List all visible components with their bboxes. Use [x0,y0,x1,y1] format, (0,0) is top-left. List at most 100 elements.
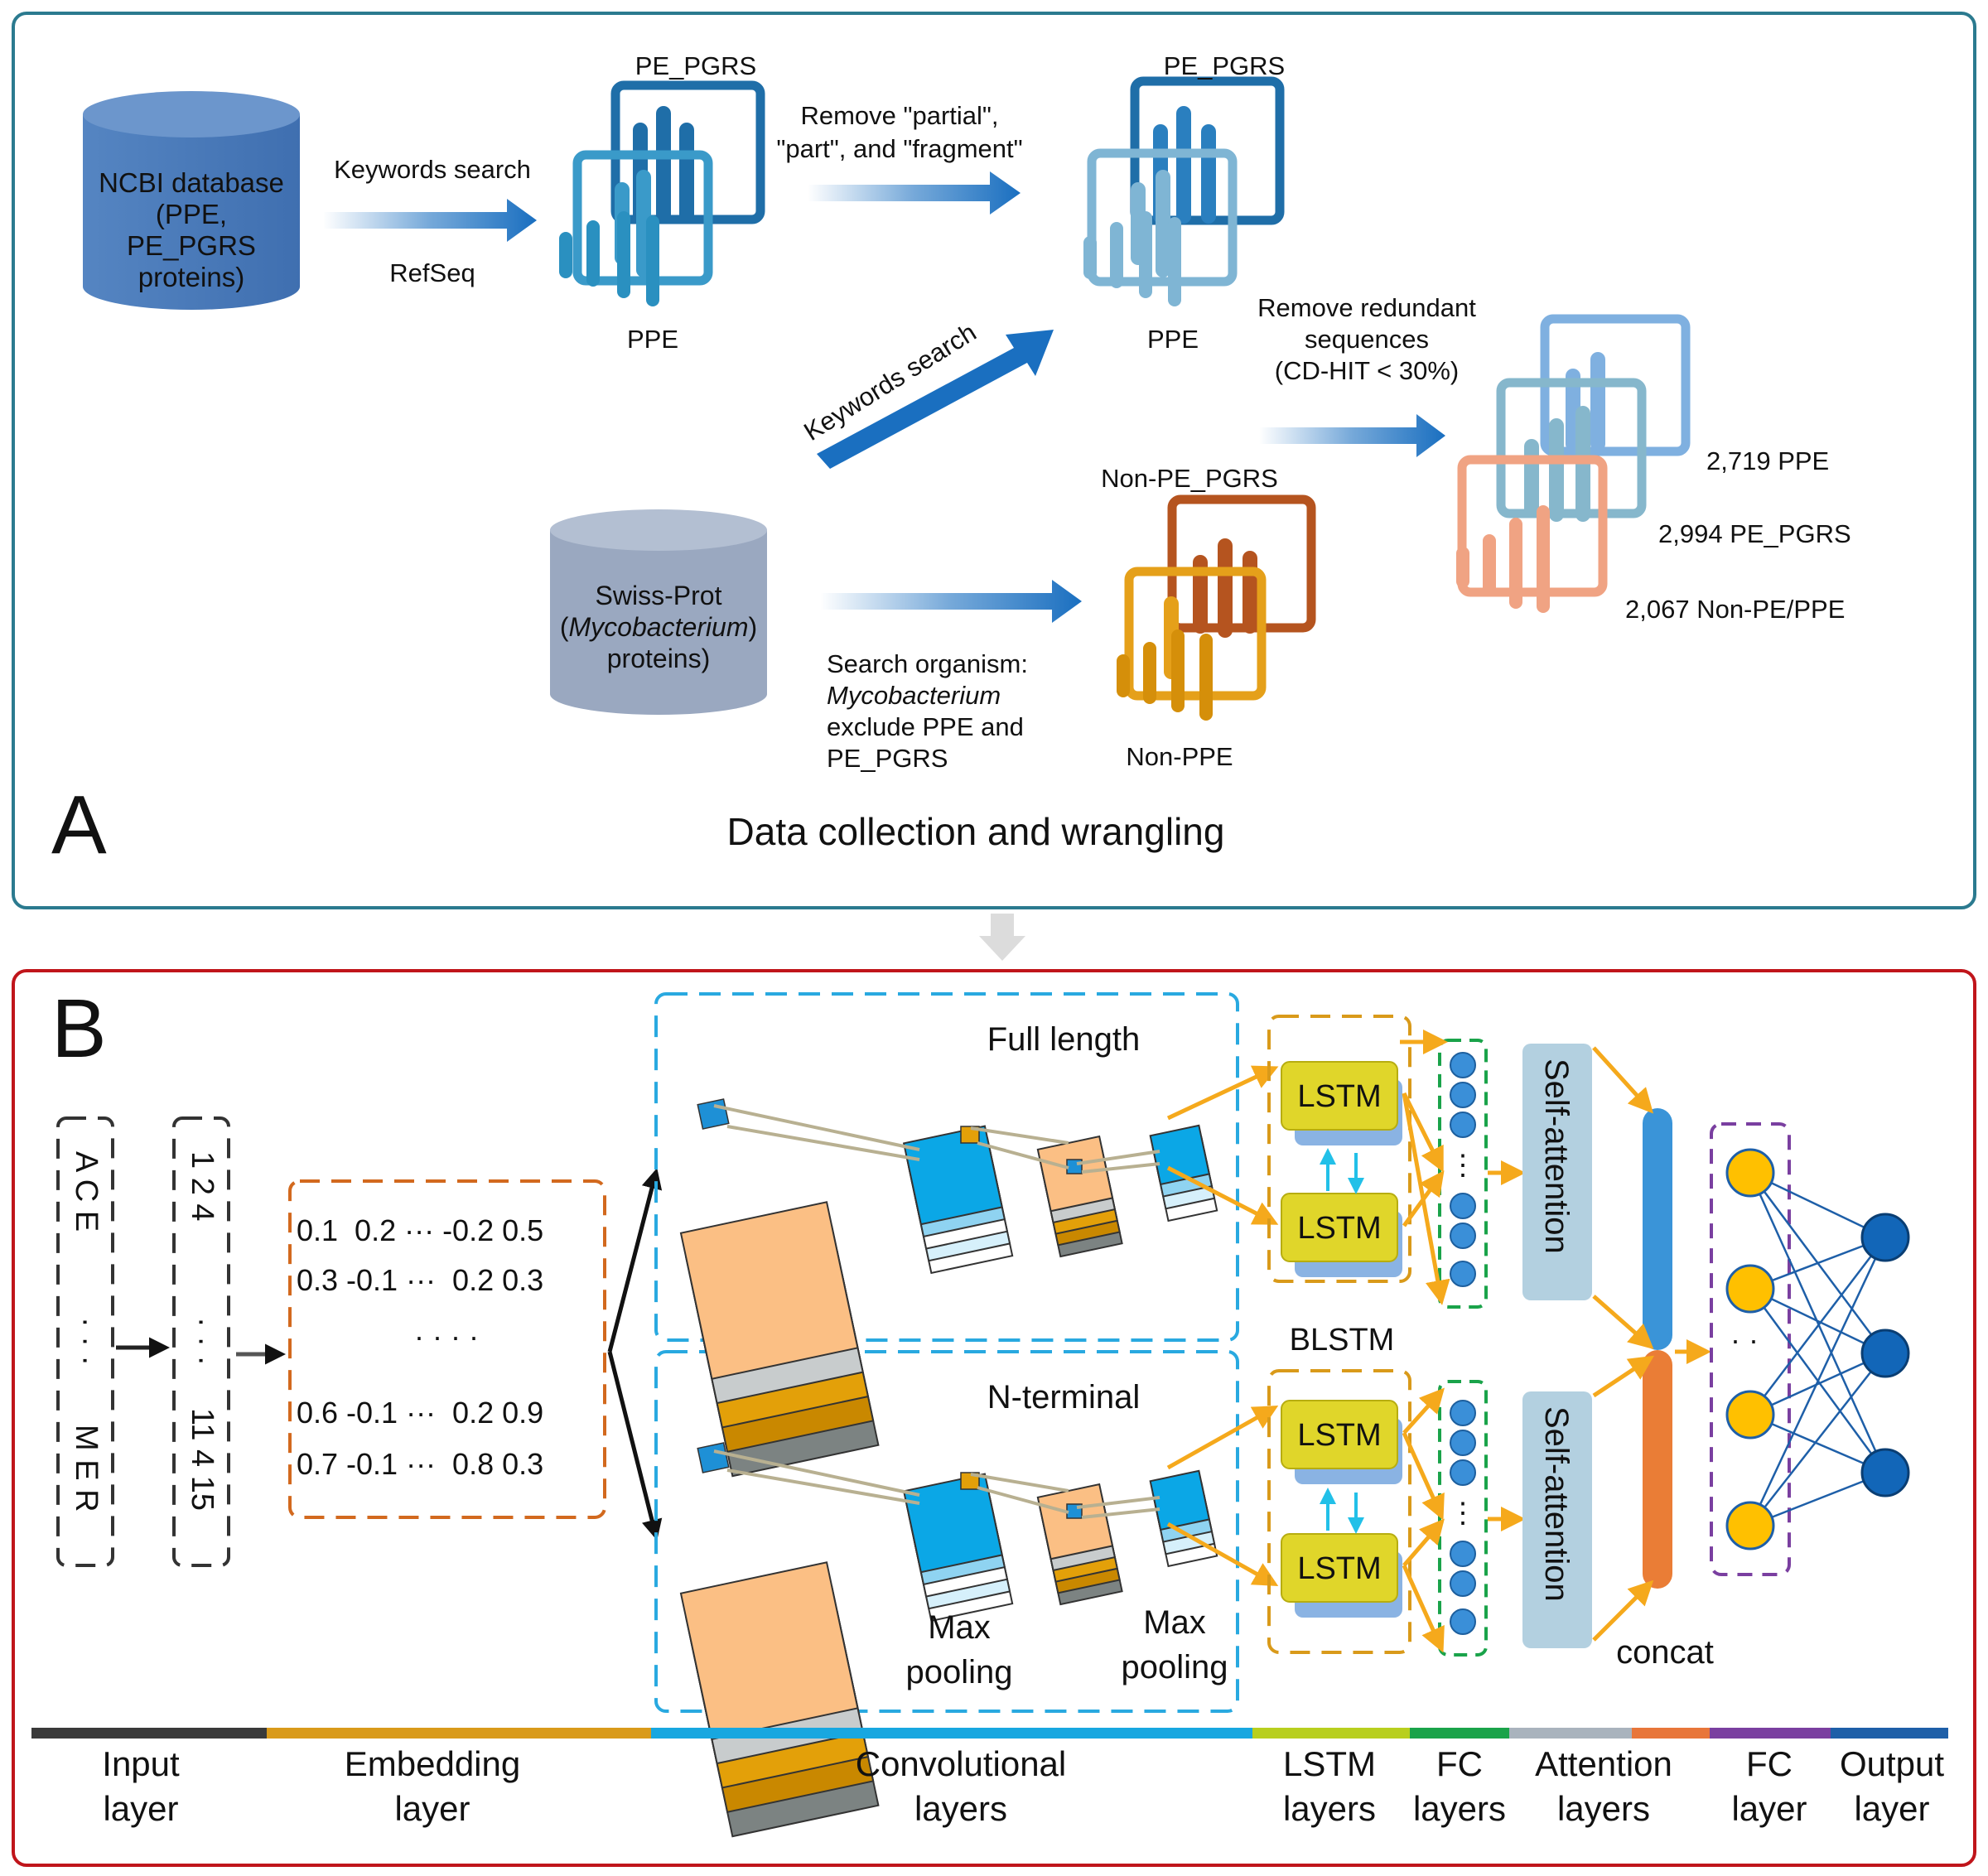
label-remove-line-2: "part", and "fragment" [776,134,1022,163]
ncbi-db-line-4: proteins) [138,262,244,292]
self-attention-nterm: Self-attention [1522,1391,1592,1648]
swiss-db-line-1: Swiss-Prot [596,581,722,610]
panel-b-letter: B [51,982,107,1075]
self-attention-label: Self-attention [1538,1059,1575,1254]
fc-nodes-full [1450,1052,1476,1287]
label-full-length: Full length [987,1021,1141,1058]
arrow-embed-to-nterm [607,1351,663,1541]
label-redundant-line-2: sequences [1305,325,1429,354]
stack2-label-ppe: PPE [1147,325,1199,354]
lstm-label: LSTM [1297,1551,1381,1586]
embed-dots: · · · · [414,1319,479,1353]
lstm-cell-full-1: LSTM [1281,1061,1402,1145]
arrow-keyword-search-1 [323,199,537,242]
concat-vector [1643,1108,1672,1589]
organism-line-1: Search organism: [827,649,1028,678]
panel-b: B A C E · · · M E R 1 2 4 · · · 11 4 15 … [12,969,1976,1867]
swiss-db-line-2: (Mycobacterium) [560,612,757,642]
max-pooling-1-line-1: Max [928,1609,991,1646]
arrows-lstm-to-fc [1400,1030,1526,1653]
legend-label-3-1: layers [1283,1789,1376,1828]
input-seq-top: A C E [69,1151,104,1232]
label-keywords-search-1: Keywords search [334,155,531,184]
legend-label-7-1: layer [1731,1789,1807,1828]
fc-nodes-nterm [1450,1400,1476,1635]
stack-2-icon [1083,76,1285,306]
panel-a-letter: A [51,779,107,871]
legend-label-8-0: Output [1840,1744,1944,1783]
lstm-cell-nterm-1: LSTM [1281,1400,1402,1484]
legend-label-2-0: Convolutional [856,1744,1067,1783]
input-seq-bottom: M E R [69,1425,104,1512]
index-sequence-box: 1 2 4 · · · 11 4 15 [172,1116,230,1567]
max-pooling-2-line-1: Max [1143,1604,1206,1641]
legend-label-1-1: layer [394,1789,470,1828]
legend-label-3-0: LSTM [1283,1744,1376,1783]
final-stack-icon [1456,314,1691,613]
stack2-label-pe-pgrs: PE_PGRS [1164,51,1285,80]
blstm-box-nterm [1267,1369,1411,1654]
legend-label-4-1: layers [1413,1789,1506,1828]
down-arrow-connector [979,914,1025,961]
fc-layer-ellipsis: · · [1730,1323,1759,1357]
output-nodes [1860,1213,1910,1497]
fc-layer-box [1710,1122,1791,1576]
label-remove-line-1: Remove "partial", [800,101,998,130]
nonpe-label-bottom: Non-PPE [1126,742,1233,771]
index-mid: · · · [185,1317,220,1366]
arrow-embed-to-full [607,1168,663,1353]
legend-swatch-4 [1410,1728,1509,1739]
arrow-remove-partial [808,171,1021,215]
label-redundant-line-3: (CD-HIT < 30%) [1275,356,1460,385]
label-redundant-line-1: Remove redundant [1257,293,1476,322]
nonpe-label-top: Non-PE_PGRS [1101,464,1278,493]
conv-stack-full-small [1036,1135,1123,1258]
legend-label-0-0: Input [102,1744,180,1783]
organism-line-3: exclude PPE and [827,712,1024,741]
label-concat: concat [1616,1634,1714,1671]
self-attention-label: Self-attention [1538,1406,1575,1602]
ncbi-database-icon: NCBI database (PPE, PE_PGRS proteins) [83,91,300,310]
embed-row-4: 0.7 -0.1 ··· 0.8 0.3 [297,1447,543,1481]
full-length-box [654,992,1239,1342]
panel-a-caption: Data collection and wrangling [727,810,1225,853]
max-pooling-2-line-2: pooling [1121,1649,1228,1686]
count-pe-pgrs: 2,994 PE_PGRS [1658,519,1851,548]
legend-swatch-6 [1632,1728,1710,1739]
legend-swatch-0 [31,1728,267,1739]
lstm-cell-full-2: LSTM [1281,1193,1402,1277]
ncbi-db-line-3: PE_PGRS [127,230,256,261]
bidirectional-arrows [1320,1148,1364,1534]
count-non-pe-ppe: 2,067 Non-PE/PPE [1625,595,1845,624]
blstm-box-full [1267,1015,1411,1283]
legend-label-5-1: layers [1557,1789,1650,1828]
input-seq-mid: · · · [69,1317,104,1366]
panel-a: NCBI database (PPE, PE_PGRS proteins) Ke… [12,12,1976,909]
legend-swatch-3 [1252,1728,1410,1739]
ncbi-db-line-2: (PPE, [156,199,227,229]
label-blstm: BLSTM [1290,1323,1395,1358]
legend-label-8-1: layer [1854,1789,1929,1828]
count-ppe: 2,719 PPE [1706,446,1829,475]
lstm-label: LSTM [1297,1079,1381,1114]
ncbi-db-line-1: NCBI database [99,167,284,198]
index-bottom: 11 4 15 [185,1408,220,1511]
panel-b-border [12,969,1976,1867]
conv-stack-nterm-medium [902,1472,1014,1623]
legend-label-4-0: FC [1436,1744,1483,1783]
legend-label-5-0: Attention [1535,1744,1672,1783]
embedding-matrix-box: 0.1 0.2 ··· -0.2 0.5 0.3 -0.1 ··· 0.2 0.… [288,1179,606,1519]
lstm-label: LSTM [1297,1211,1381,1246]
label-n-terminal: N-terminal [987,1379,1140,1415]
lstm-cell-nterm-2: LSTM [1281,1533,1402,1618]
legend-label-2-1: layers [914,1789,1007,1828]
label-refseq: RefSeq [389,258,475,287]
layer-legend: InputlayerEmbeddinglayerConvolutionallay… [31,1728,1948,1828]
fc-ellipsis-nterm: ⋮ [1449,1497,1477,1529]
non-pe-stack-icon [1117,494,1316,721]
legend-swatch-2 [651,1728,1252,1739]
stack1-label-pe-pgrs: PE_PGRS [635,51,756,80]
stack1-label-ppe: PPE [627,325,678,354]
input-sequence-box: A C E · · · M E R [56,1116,114,1567]
legend-label-7-0: FC [1746,1744,1793,1783]
